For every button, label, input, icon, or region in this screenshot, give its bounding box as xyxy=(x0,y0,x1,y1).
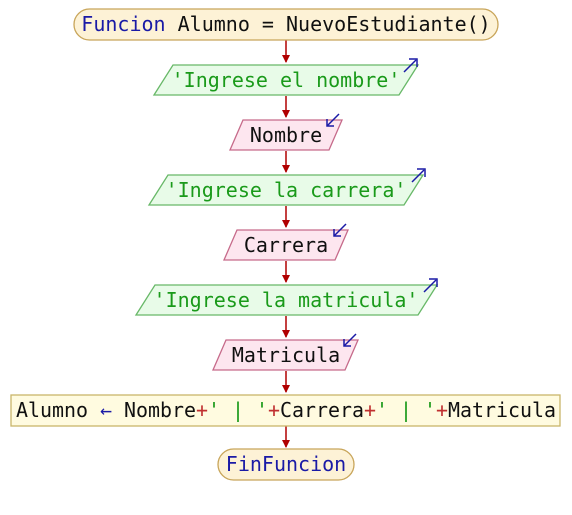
assign-part: + xyxy=(268,398,280,422)
input-text: Carrera xyxy=(244,233,328,257)
assign-part: Nombre xyxy=(124,398,196,422)
output-arrow-icon xyxy=(411,168,426,183)
end-label: FinFuncion xyxy=(226,452,346,476)
function-signature: Alumno = NuevoEstudiante() xyxy=(166,12,491,36)
assignment-block[interactable]: Alumno ← Nombre+' | '+Carrera+' | '+Matr… xyxy=(10,394,561,427)
input-block[interactable]: Nombre xyxy=(229,113,343,151)
output-text: 'Ingrese el nombre' xyxy=(172,68,401,92)
output-arrow-icon xyxy=(403,58,418,73)
output-text: 'Ingrese la carrera' xyxy=(166,178,407,202)
start-label: Funcion Alumno = NuevoEstudiante() xyxy=(81,12,490,36)
input-arrow-icon xyxy=(326,113,340,127)
assign-part: + xyxy=(196,398,208,422)
input-arrow-icon xyxy=(343,333,357,347)
output-block[interactable]: 'Ingrese la matricula' xyxy=(134,278,439,316)
input-text: Matricula xyxy=(232,343,340,367)
assign-part: Matricula xyxy=(448,398,556,422)
input-text: Nombre xyxy=(250,123,322,147)
output-text: 'Ingrese la matricula' xyxy=(154,288,419,312)
end-terminal[interactable]: FinFuncion xyxy=(217,448,355,481)
assignment-text: Alumno ← Nombre+' | '+Carrera+' | '+Matr… xyxy=(16,398,556,422)
output-arrow-icon xyxy=(423,278,438,293)
output-block[interactable]: 'Ingrese la carrera' xyxy=(147,168,426,206)
input-arrow-icon xyxy=(333,223,347,237)
assign-part: Carrera xyxy=(280,398,364,422)
assign-part: ' | ' xyxy=(208,398,268,422)
output-block[interactable]: 'Ingrese el nombre' xyxy=(152,58,420,96)
assign-target: Alumno xyxy=(16,398,88,422)
assign-part: + xyxy=(436,398,448,422)
input-block[interactable]: Carrera xyxy=(223,223,349,261)
start-terminal[interactable]: Funcion Alumno = NuevoEstudiante() xyxy=(73,8,499,41)
assign-part: ' | ' xyxy=(376,398,436,422)
function-keyword: Funcion xyxy=(81,12,165,36)
assign-arrow: ← xyxy=(88,398,124,422)
input-block[interactable]: Matricula xyxy=(212,333,359,371)
assign-part: + xyxy=(364,398,376,422)
